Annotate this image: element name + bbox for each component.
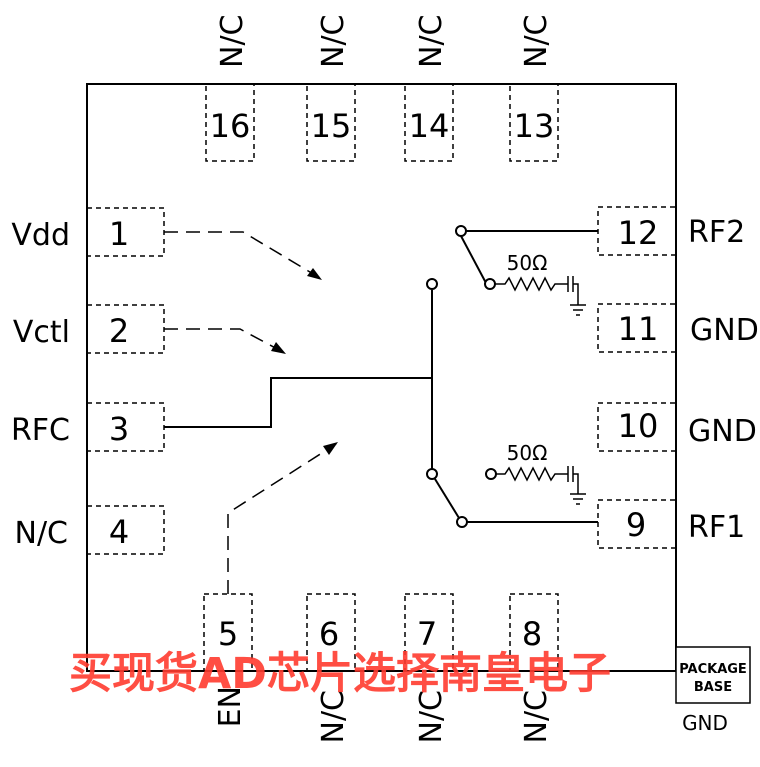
package-base-line1: PACKAGE <box>679 662 747 677</box>
termination-value: 50Ω <box>507 251 548 275</box>
pin-number: 14 <box>409 107 450 145</box>
arrowhead <box>323 442 338 455</box>
rf1-switch-arm <box>434 478 460 519</box>
right-pins: 12 RF2 11 GND 10 GND 9 RF1 <box>597 206 759 549</box>
switch-contact <box>455 225 467 237</box>
pin-number: 3 <box>109 410 129 448</box>
pin-number: 11 <box>618 310 659 348</box>
pin-label: N/C <box>414 15 449 69</box>
left-pins: 1 Vdd 2 Vctl 3 RFC 4 N/C <box>11 207 165 555</box>
package-base-box <box>675 646 751 704</box>
package-base: PACKAGE BASE GND <box>675 646 751 735</box>
pin-label: Vctl <box>13 315 70 350</box>
switch-contact <box>426 468 438 480</box>
switch-contact <box>485 468 497 480</box>
pin-number: 7 <box>417 615 437 653</box>
pin-label: N/C <box>316 690 351 744</box>
pin-8: 8 N/C <box>509 593 559 744</box>
pin-label: N/C <box>519 15 554 69</box>
pin-pad <box>597 303 677 353</box>
termination-upper: 50Ω <box>495 251 586 316</box>
pin-number: 9 <box>626 506 646 544</box>
pin-pad <box>306 83 356 162</box>
pin-label: Vdd <box>11 218 70 253</box>
arrowhead <box>271 342 286 354</box>
termination-lower: 50Ω <box>496 441 586 505</box>
vctl-control-line <box>164 328 284 353</box>
pin-pad <box>597 402 677 452</box>
ground-lead <box>573 283 579 305</box>
pin-14: 14 N/C <box>404 15 454 162</box>
pin-pad <box>509 593 559 672</box>
pin-label: RF1 <box>688 510 745 545</box>
pin-7: 7 N/C <box>404 593 454 744</box>
resistor-symbol <box>495 276 568 292</box>
pin-pad <box>404 593 454 672</box>
termination-value: 50Ω <box>507 441 548 465</box>
pin-label: GND <box>688 414 757 449</box>
watermark-text: 买现货AD芯片选择南皇电子 <box>69 649 611 699</box>
pin-number: 15 <box>311 107 352 145</box>
pin-number: 13 <box>514 107 555 145</box>
pin-pad <box>509 83 559 162</box>
pin-number: 5 <box>218 615 238 653</box>
package-base-line2: BASE <box>694 680 732 695</box>
pin-number: 4 <box>109 513 129 551</box>
pin-label: N/C <box>519 690 554 744</box>
pin-label: RFC <box>11 413 70 448</box>
pin-pad <box>597 499 677 549</box>
pin-5: 5 EN <box>203 593 253 727</box>
pin-number: 1 <box>109 215 129 253</box>
pin-label: N/C <box>215 15 250 69</box>
rf2-switch-arm <box>460 235 487 284</box>
pin-pad <box>86 505 165 555</box>
pin-12: 12 RF2 <box>597 206 745 256</box>
pin-pad <box>205 83 255 162</box>
top-pins: 16 N/C 15 N/C 14 N/C 13 N/C <box>205 15 559 162</box>
pin-label: N/C <box>316 15 351 69</box>
vdd-control-line <box>164 231 321 279</box>
pin-9: 9 RF1 <box>597 499 745 549</box>
package-base-gnd-label: GND <box>682 711 728 735</box>
control-arrows <box>164 231 338 594</box>
pin-pad <box>404 83 454 162</box>
pin-number: 8 <box>522 615 542 653</box>
resistor-symbol <box>496 466 568 482</box>
pin-number: 6 <box>319 615 339 653</box>
rfc-trace <box>164 377 432 428</box>
pin-label: N/C <box>15 516 69 551</box>
pin-label: N/C <box>414 690 449 744</box>
pin-15: 15 N/C <box>306 15 356 162</box>
switch-contact <box>456 516 468 528</box>
pin-10: 10 GND <box>597 402 757 452</box>
pin-2: 2 Vctl <box>13 304 165 354</box>
rf-switch-path <box>164 225 598 528</box>
ground-lead <box>573 473 579 494</box>
en-control-line <box>227 443 337 594</box>
pin-4: 4 N/C <box>15 505 165 555</box>
pin-label: GND <box>690 313 759 348</box>
package-outline <box>86 83 677 672</box>
pin-6: 6 N/C <box>306 593 356 744</box>
pin-16: 16 N/C <box>205 15 255 162</box>
pin-label: RF2 <box>688 215 745 250</box>
pin-number: 2 <box>109 312 129 350</box>
pin-11: 11 GND <box>597 303 759 353</box>
pin-label: EN <box>213 686 248 727</box>
pin-number: 10 <box>618 407 659 445</box>
switch-contact <box>426 278 438 290</box>
pin-number: 12 <box>618 214 659 252</box>
switch-contact <box>484 278 496 290</box>
pin-number: 16 <box>210 107 251 145</box>
arrowhead <box>307 268 322 280</box>
pin-pad <box>306 593 356 672</box>
bottom-pins: 5 EN 6 N/C 7 N/C 8 N/C <box>203 593 559 744</box>
pin-13: 13 N/C <box>509 15 559 162</box>
pin-pad <box>203 593 253 672</box>
